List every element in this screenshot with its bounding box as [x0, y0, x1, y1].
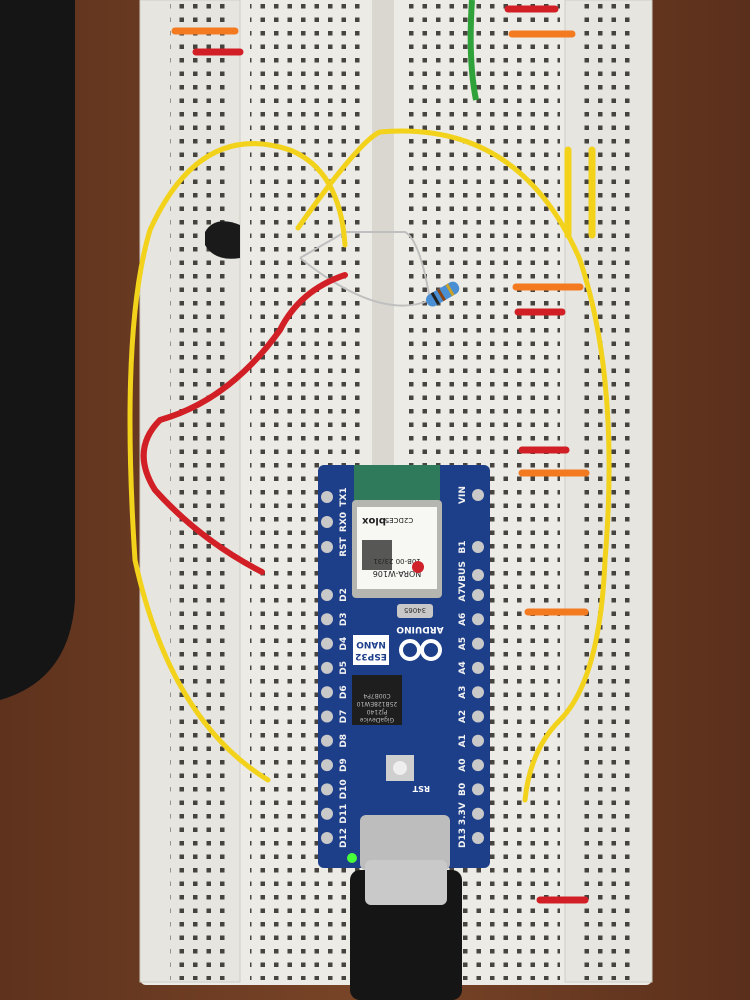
- pin-label-d7: D7: [339, 710, 349, 724]
- header-pin: [321, 759, 333, 772]
- header-pin: [321, 661, 333, 674]
- reset-label: RST: [412, 784, 430, 793]
- usb-c-port: [360, 815, 450, 870]
- header-pin: [321, 491, 333, 503]
- crystal-label: 34065: [404, 606, 426, 614]
- pin-label-a6: A6: [458, 613, 468, 626]
- pin-label-b1: B1: [458, 540, 468, 553]
- pin-label-3-3v: 3.3V: [458, 802, 468, 825]
- header-pin: [321, 541, 333, 553]
- header-pin: [472, 783, 484, 796]
- header-pin: [472, 541, 484, 553]
- header-pin: [472, 637, 484, 650]
- header-pin: [472, 613, 484, 626]
- pin-label-a5: A5: [458, 637, 468, 650]
- header-pin: [321, 807, 333, 820]
- header-pin: [321, 734, 333, 747]
- header-pin: [472, 832, 484, 844]
- module-code: 10B-00 23/31: [373, 557, 421, 565]
- header-pin: [472, 759, 484, 772]
- pin-label-tx1: TX1: [339, 487, 349, 506]
- pin-label-a1: A1: [458, 734, 468, 747]
- crystal: [397, 604, 433, 618]
- antenna: [354, 465, 440, 503]
- header-pin: [321, 637, 333, 650]
- wires: [127, 128, 612, 803]
- header-pin: [321, 710, 333, 723]
- header-pin: [472, 569, 484, 581]
- module-part: NORA-W106: [373, 569, 422, 578]
- pin-label-b0: B0: [458, 783, 468, 796]
- pin-label-d2: D2: [339, 588, 349, 602]
- header-pin: [472, 734, 484, 747]
- header-pin: [472, 686, 484, 699]
- pin-label-a2: A2: [458, 710, 468, 723]
- header-pin: [321, 613, 333, 626]
- model-line1: NANO: [356, 639, 386, 649]
- pin-label-d11: D11: [339, 804, 349, 824]
- header-pin: [321, 832, 333, 844]
- green-wire: [467, 0, 479, 101]
- arduino-logo: [399, 639, 442, 661]
- module-serial: C2DCE5: [385, 516, 414, 524]
- header-pin: [472, 661, 484, 674]
- brand-label: ARDUINO: [396, 624, 444, 634]
- pin-label-vin: VIN: [458, 486, 468, 504]
- header-pin: [472, 489, 484, 501]
- pin-label-d13: D13: [458, 828, 468, 848]
- header-pin: [321, 686, 333, 699]
- header-pin: [321, 516, 333, 528]
- header-pin: [472, 710, 484, 723]
- pin-label-d12: D12: [339, 828, 349, 848]
- black-mat: [0, 0, 75, 700]
- flash-chip-marking-wrap: GigaDevice PJ2140 25B128EW10 C00B7P4: [356, 692, 398, 723]
- pin-label-a0: A0: [458, 758, 468, 771]
- pin-label-d4: D4: [339, 637, 349, 651]
- pin-label-a7: A7: [458, 588, 468, 601]
- pin-label-d8: D8: [339, 734, 349, 748]
- pin-label-rst: RST: [339, 536, 349, 556]
- pin-label-vbus: VBUS: [458, 561, 468, 589]
- arduino-nano-esp32: NORA-W106 10B-00 23/31 blox C2DCE5 34065…: [318, 465, 490, 870]
- resistor: [425, 281, 460, 307]
- module-maker: blox: [361, 515, 385, 526]
- pin-label-a4: A4: [458, 661, 468, 674]
- pin-label-a3: A3: [458, 686, 468, 699]
- header-pin: [472, 807, 484, 820]
- model-line2: ESP32: [355, 651, 387, 661]
- qr-code: [362, 540, 392, 570]
- header-pin: [321, 589, 333, 601]
- pin-label-d5: D5: [339, 661, 349, 675]
- header-pin: [321, 783, 333, 796]
- pin-label-d10: D10: [339, 779, 349, 799]
- orange-jumpers: [171, 5, 596, 904]
- sensor-transistor: [205, 221, 240, 259]
- flash-chip-marking: GigaDevice PJ2140 25B128EW10 C00B7P4: [356, 692, 398, 723]
- pin-label-rx0: RX0: [339, 512, 349, 532]
- header-pin: [472, 589, 484, 601]
- pin-label-d6: D6: [339, 685, 349, 699]
- power-led: [347, 853, 357, 863]
- pin-label-d3: D3: [339, 612, 349, 626]
- flash-chip: [352, 675, 402, 725]
- pin-label-d9: D9: [339, 758, 349, 772]
